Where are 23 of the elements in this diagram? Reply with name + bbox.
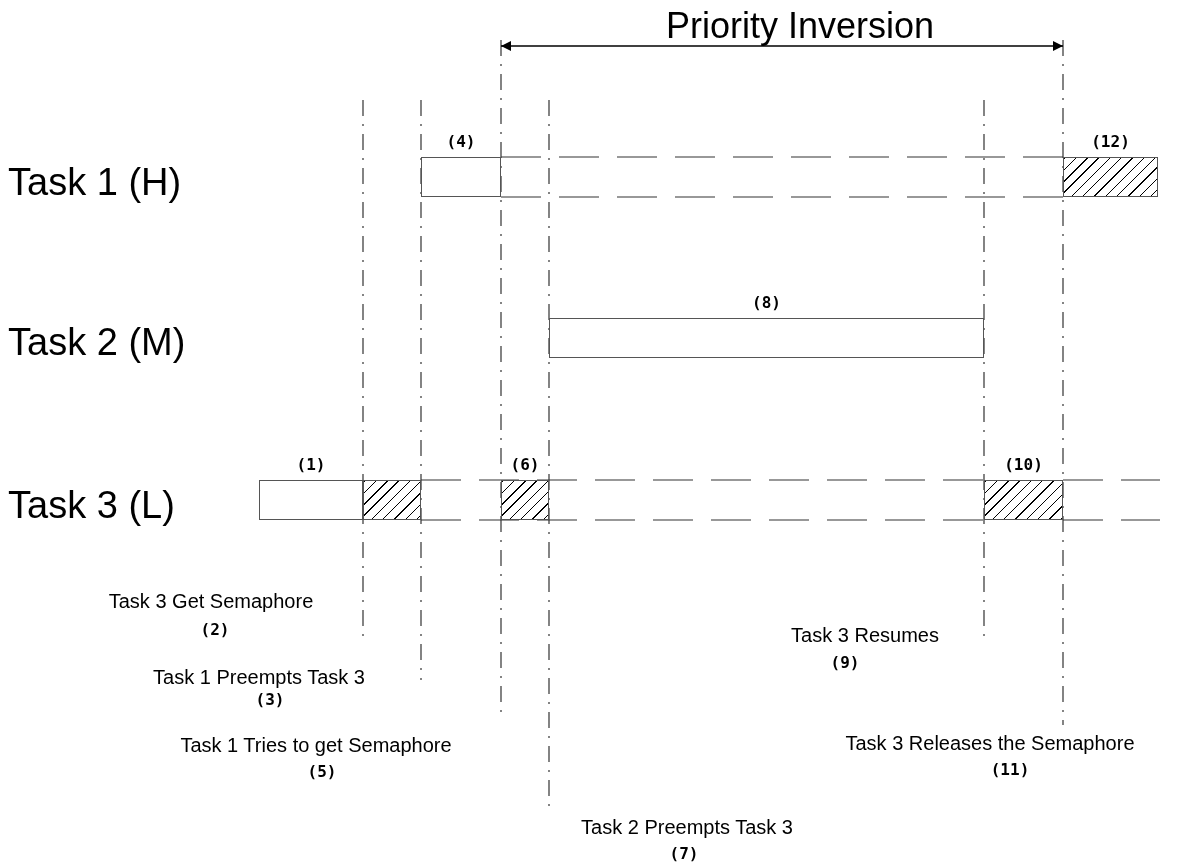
task-label: Task 1 (H): [8, 160, 182, 204]
callout-number: (4): [446, 131, 476, 153]
callout-number: (11): [990, 760, 1030, 780]
dimension-label: Priority Inversion: [665, 6, 935, 46]
callout-number: (10): [1004, 454, 1043, 476]
callout-number: (3): [255, 690, 285, 710]
event-label: Task 1 Tries to get Semaphore: [180, 733, 452, 758]
event-label: Task 2 Preempts Task 3: [581, 815, 793, 840]
callout-number: (9): [830, 653, 860, 673]
task-label: Task 2 (M): [8, 320, 186, 364]
callout-number: (7): [669, 844, 699, 864]
callout-number: (2): [200, 620, 230, 640]
callout-number: (12): [1091, 131, 1130, 153]
task-label: Task 3 (L): [8, 483, 175, 527]
event-label: Task 1 Preempts Task 3: [153, 665, 365, 690]
callout-number: (1): [296, 454, 326, 476]
event-label: Task 3 Get Semaphore: [108, 589, 314, 614]
callout-number: (5): [307, 762, 337, 782]
hatched-task-bar: [363, 480, 421, 520]
callout-number: (6): [510, 454, 540, 476]
callout-number: (8): [752, 292, 781, 314]
event-label: Task 3 Releases the Semaphore: [845, 731, 1135, 756]
event-label: Task 3 Resumes: [791, 623, 939, 648]
